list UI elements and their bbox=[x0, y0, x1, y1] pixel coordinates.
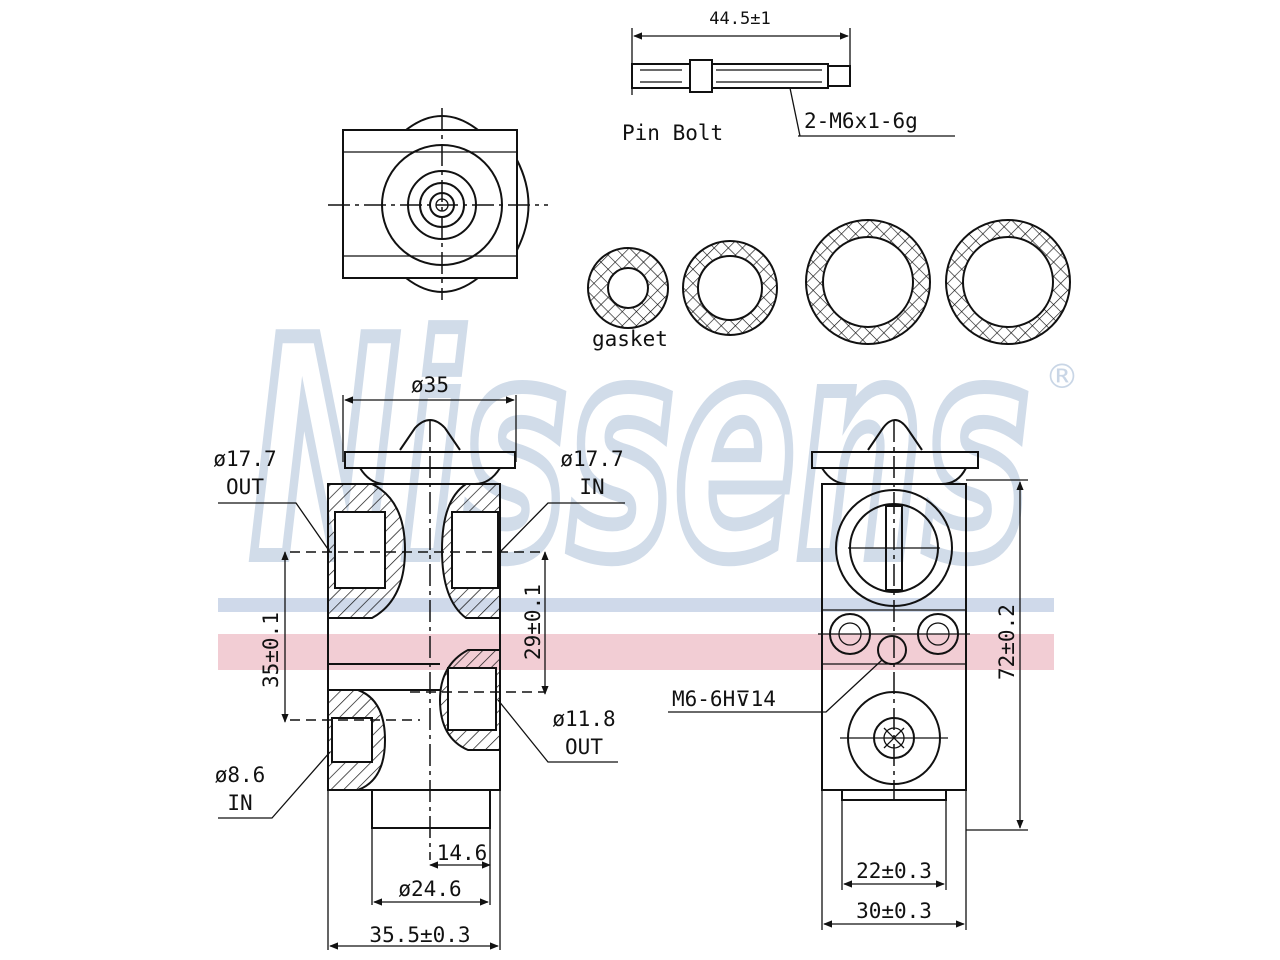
out-lower-label: OUT bbox=[565, 735, 603, 759]
in-upper-diameter: ø17.7 bbox=[560, 447, 623, 471]
side-view: M6-6H⊽14 72±0.2 22±0.3 30±0.3 bbox=[668, 419, 1028, 930]
in-lower-diameter: ø8.6 bbox=[215, 763, 266, 787]
front-section-view: ø35 35±0.1 29±0.1 bbox=[213, 373, 625, 950]
gasket-3 bbox=[805, 219, 931, 345]
gasket-caption: gasket bbox=[592, 327, 668, 351]
gasket-4 bbox=[945, 219, 1071, 345]
bolt-length-dim: 44.5±1 bbox=[709, 9, 770, 29]
left-height-dim: 35±0.1 bbox=[259, 612, 283, 688]
side-height-dim: 72±0.2 bbox=[995, 604, 1019, 680]
watermark-stripe-blue bbox=[218, 598, 1054, 612]
in-upper-label: IN bbox=[579, 475, 604, 499]
watermark-registered-mark: ® bbox=[1045, 357, 1079, 397]
out-upper-diameter: ø17.7 bbox=[213, 447, 276, 471]
out-upper-label: OUT bbox=[226, 475, 264, 499]
bottom-diameter-dim: ø24.6 bbox=[398, 877, 461, 901]
pin-bolt: 44.5±1 Pin Bolt 2-M6x1-6g bbox=[622, 9, 955, 145]
out-lower-diameter: ø11.8 bbox=[552, 707, 615, 731]
side-outer-width-dim: 30±0.3 bbox=[856, 899, 932, 923]
top-view bbox=[328, 108, 548, 300]
right-height-dim: 29±0.1 bbox=[521, 584, 545, 660]
gasket-set: gasket bbox=[587, 219, 1071, 351]
side-inner-width-dim: 22±0.3 bbox=[856, 859, 932, 883]
bottom-inner-dim: 14.6 bbox=[437, 841, 488, 865]
gasket-1 bbox=[587, 247, 669, 329]
in-lower-label: IN bbox=[227, 791, 252, 815]
thread-callout: M6-6H⊽14 bbox=[672, 687, 776, 711]
bolt-caption: Pin Bolt bbox=[622, 121, 723, 145]
thread-spec: 2-M6x1-6g bbox=[804, 109, 918, 133]
width-dim: 35.5±0.3 bbox=[369, 923, 470, 947]
top-diameter-dim: ø35 bbox=[411, 373, 449, 397]
gasket-2 bbox=[682, 240, 778, 336]
